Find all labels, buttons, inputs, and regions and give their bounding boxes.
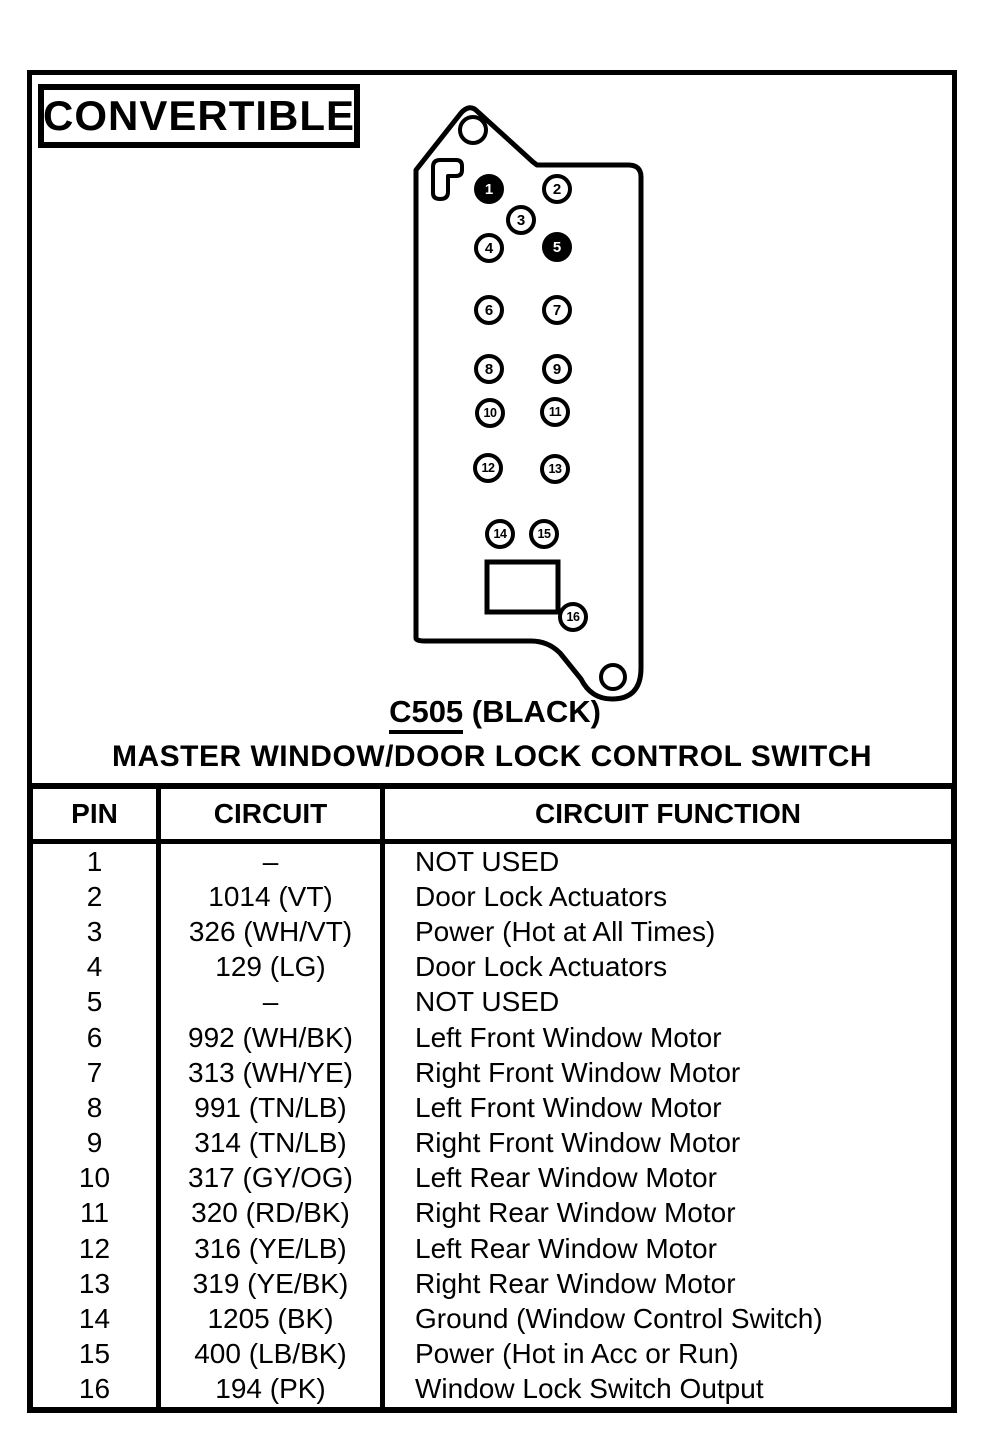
pin-11: 11 bbox=[540, 397, 570, 427]
pin-8: 8 bbox=[474, 354, 504, 384]
pin-14: 14 bbox=[485, 519, 515, 549]
table-row: 1–NOT USED bbox=[33, 844, 951, 880]
connector-color: (BLACK) bbox=[471, 694, 601, 729]
pin-7: 7 bbox=[542, 295, 572, 325]
table-header-row: PIN CIRCUIT CIRCUIT FUNCTION bbox=[33, 789, 951, 844]
header-circuit-function: CIRCUIT FUNCTION bbox=[535, 798, 801, 829]
variant-label: CONVERTIBLE bbox=[43, 92, 356, 139]
variant-badge: CONVERTIBLE bbox=[38, 84, 360, 148]
cavity-rectangle bbox=[484, 559, 561, 615]
connector-body-outline bbox=[413, 105, 644, 702]
connector-caption: C505 (BLACK) bbox=[330, 694, 660, 734]
connector-title: MASTER WINDOW/DOOR LOCK CONTROL SWITCH bbox=[111, 740, 873, 773]
connector-code: C505 bbox=[389, 694, 464, 734]
mounting-hole-top bbox=[458, 115, 488, 145]
table-row: 5–NOT USED bbox=[33, 984, 951, 1020]
pin-1: 1 bbox=[474, 174, 504, 204]
pinout-table: PIN CIRCUIT CIRCUIT FUNCTION 1–NOT USED … bbox=[27, 783, 957, 1413]
connector-outline-svg bbox=[413, 105, 644, 702]
pin-16: 16 bbox=[558, 602, 588, 632]
pin-12: 12 bbox=[473, 453, 503, 483]
pin-3: 3 bbox=[506, 205, 536, 235]
keying-flag bbox=[431, 158, 464, 201]
pin-13: 13 bbox=[540, 454, 570, 484]
pin-4: 4 bbox=[474, 233, 504, 263]
pin-6: 6 bbox=[474, 295, 504, 325]
pin-5: 5 bbox=[542, 232, 572, 262]
pin-9: 9 bbox=[542, 354, 572, 384]
pin-2: 2 bbox=[542, 174, 572, 204]
pin-10: 10 bbox=[475, 398, 505, 428]
pin-15: 15 bbox=[529, 519, 559, 549]
header-circuit: CIRCUIT bbox=[161, 789, 385, 839]
mounting-hole-bottom bbox=[599, 663, 627, 691]
header-pin: PIN bbox=[33, 789, 161, 839]
